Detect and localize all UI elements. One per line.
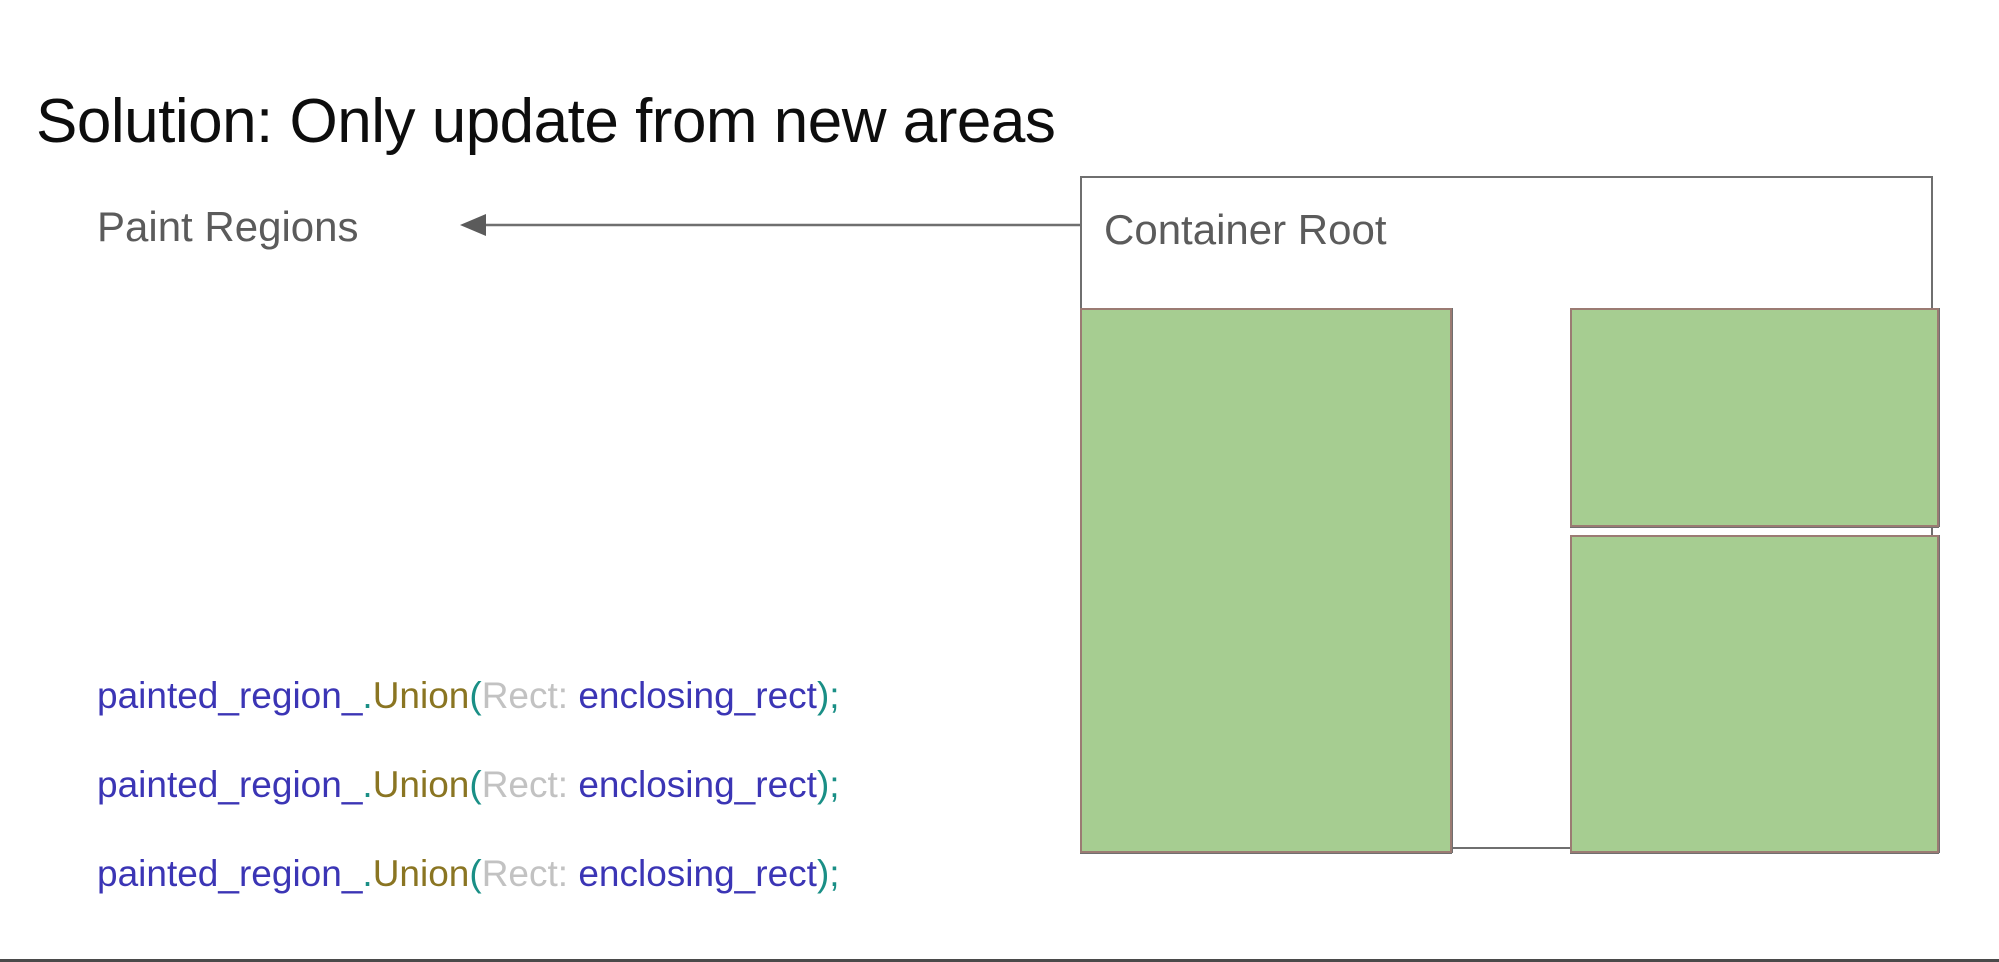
code-token-variable: painted_region_ — [97, 675, 363, 716]
slide-bottom-rule — [0, 959, 1999, 962]
code-token-param-hint: Rect: — [481, 764, 569, 805]
container-root-box: Container Root — [1080, 176, 1939, 853]
paint-region-right-bottom — [1570, 535, 1939, 853]
code-token-method: Union — [372, 764, 470, 805]
code-token-param-hint: Rect: — [481, 853, 569, 894]
code-token-semicolon: ; — [829, 853, 840, 894]
paint-regions-label: Paint Regions — [97, 203, 359, 250]
code-token-semicolon: ; — [829, 764, 840, 805]
code-line: painted_region_.Union(Rect: enclosing_re… — [97, 855, 840, 892]
code-token-space — [568, 853, 578, 894]
code-token-dot: . — [362, 764, 373, 805]
paint-region-right-top — [1570, 308, 1939, 527]
code-token-close-paren: ) — [816, 675, 830, 716]
code-token-space — [568, 764, 578, 805]
code-token-close-paren: ) — [816, 853, 830, 894]
code-token-open-paren: ( — [469, 764, 482, 805]
code-token-argument: enclosing_rect — [578, 853, 817, 894]
code-token-argument: enclosing_rect — [578, 764, 817, 805]
code-token-variable: painted_region_ — [97, 764, 363, 805]
code-token-argument: enclosing_rect — [578, 675, 817, 716]
container-root-label: Container Root — [1104, 206, 1387, 253]
code-token-method: Union — [372, 675, 470, 716]
code-line: painted_region_.Union(Rect: enclosing_re… — [97, 766, 840, 803]
code-block: painted_region_.Union(Rect: enclosing_re… — [97, 677, 840, 892]
page-title: Solution: Only update from new areas — [36, 86, 1056, 156]
code-line: painted_region_.Union(Rect: enclosing_re… — [97, 677, 840, 714]
code-token-close-paren: ) — [816, 764, 830, 805]
code-token-open-paren: ( — [469, 853, 482, 894]
code-token-method: Union — [372, 853, 470, 894]
code-token-dot: . — [362, 675, 373, 716]
arrow-left-icon — [460, 214, 1100, 236]
code-token-open-paren: ( — [469, 675, 482, 716]
code-token-space — [568, 675, 578, 716]
code-token-param-hint: Rect: — [481, 675, 569, 716]
code-token-semicolon: ; — [829, 675, 840, 716]
paint-region-left — [1080, 308, 1452, 853]
code-token-dot: . — [362, 853, 373, 894]
code-token-variable: painted_region_ — [97, 853, 363, 894]
